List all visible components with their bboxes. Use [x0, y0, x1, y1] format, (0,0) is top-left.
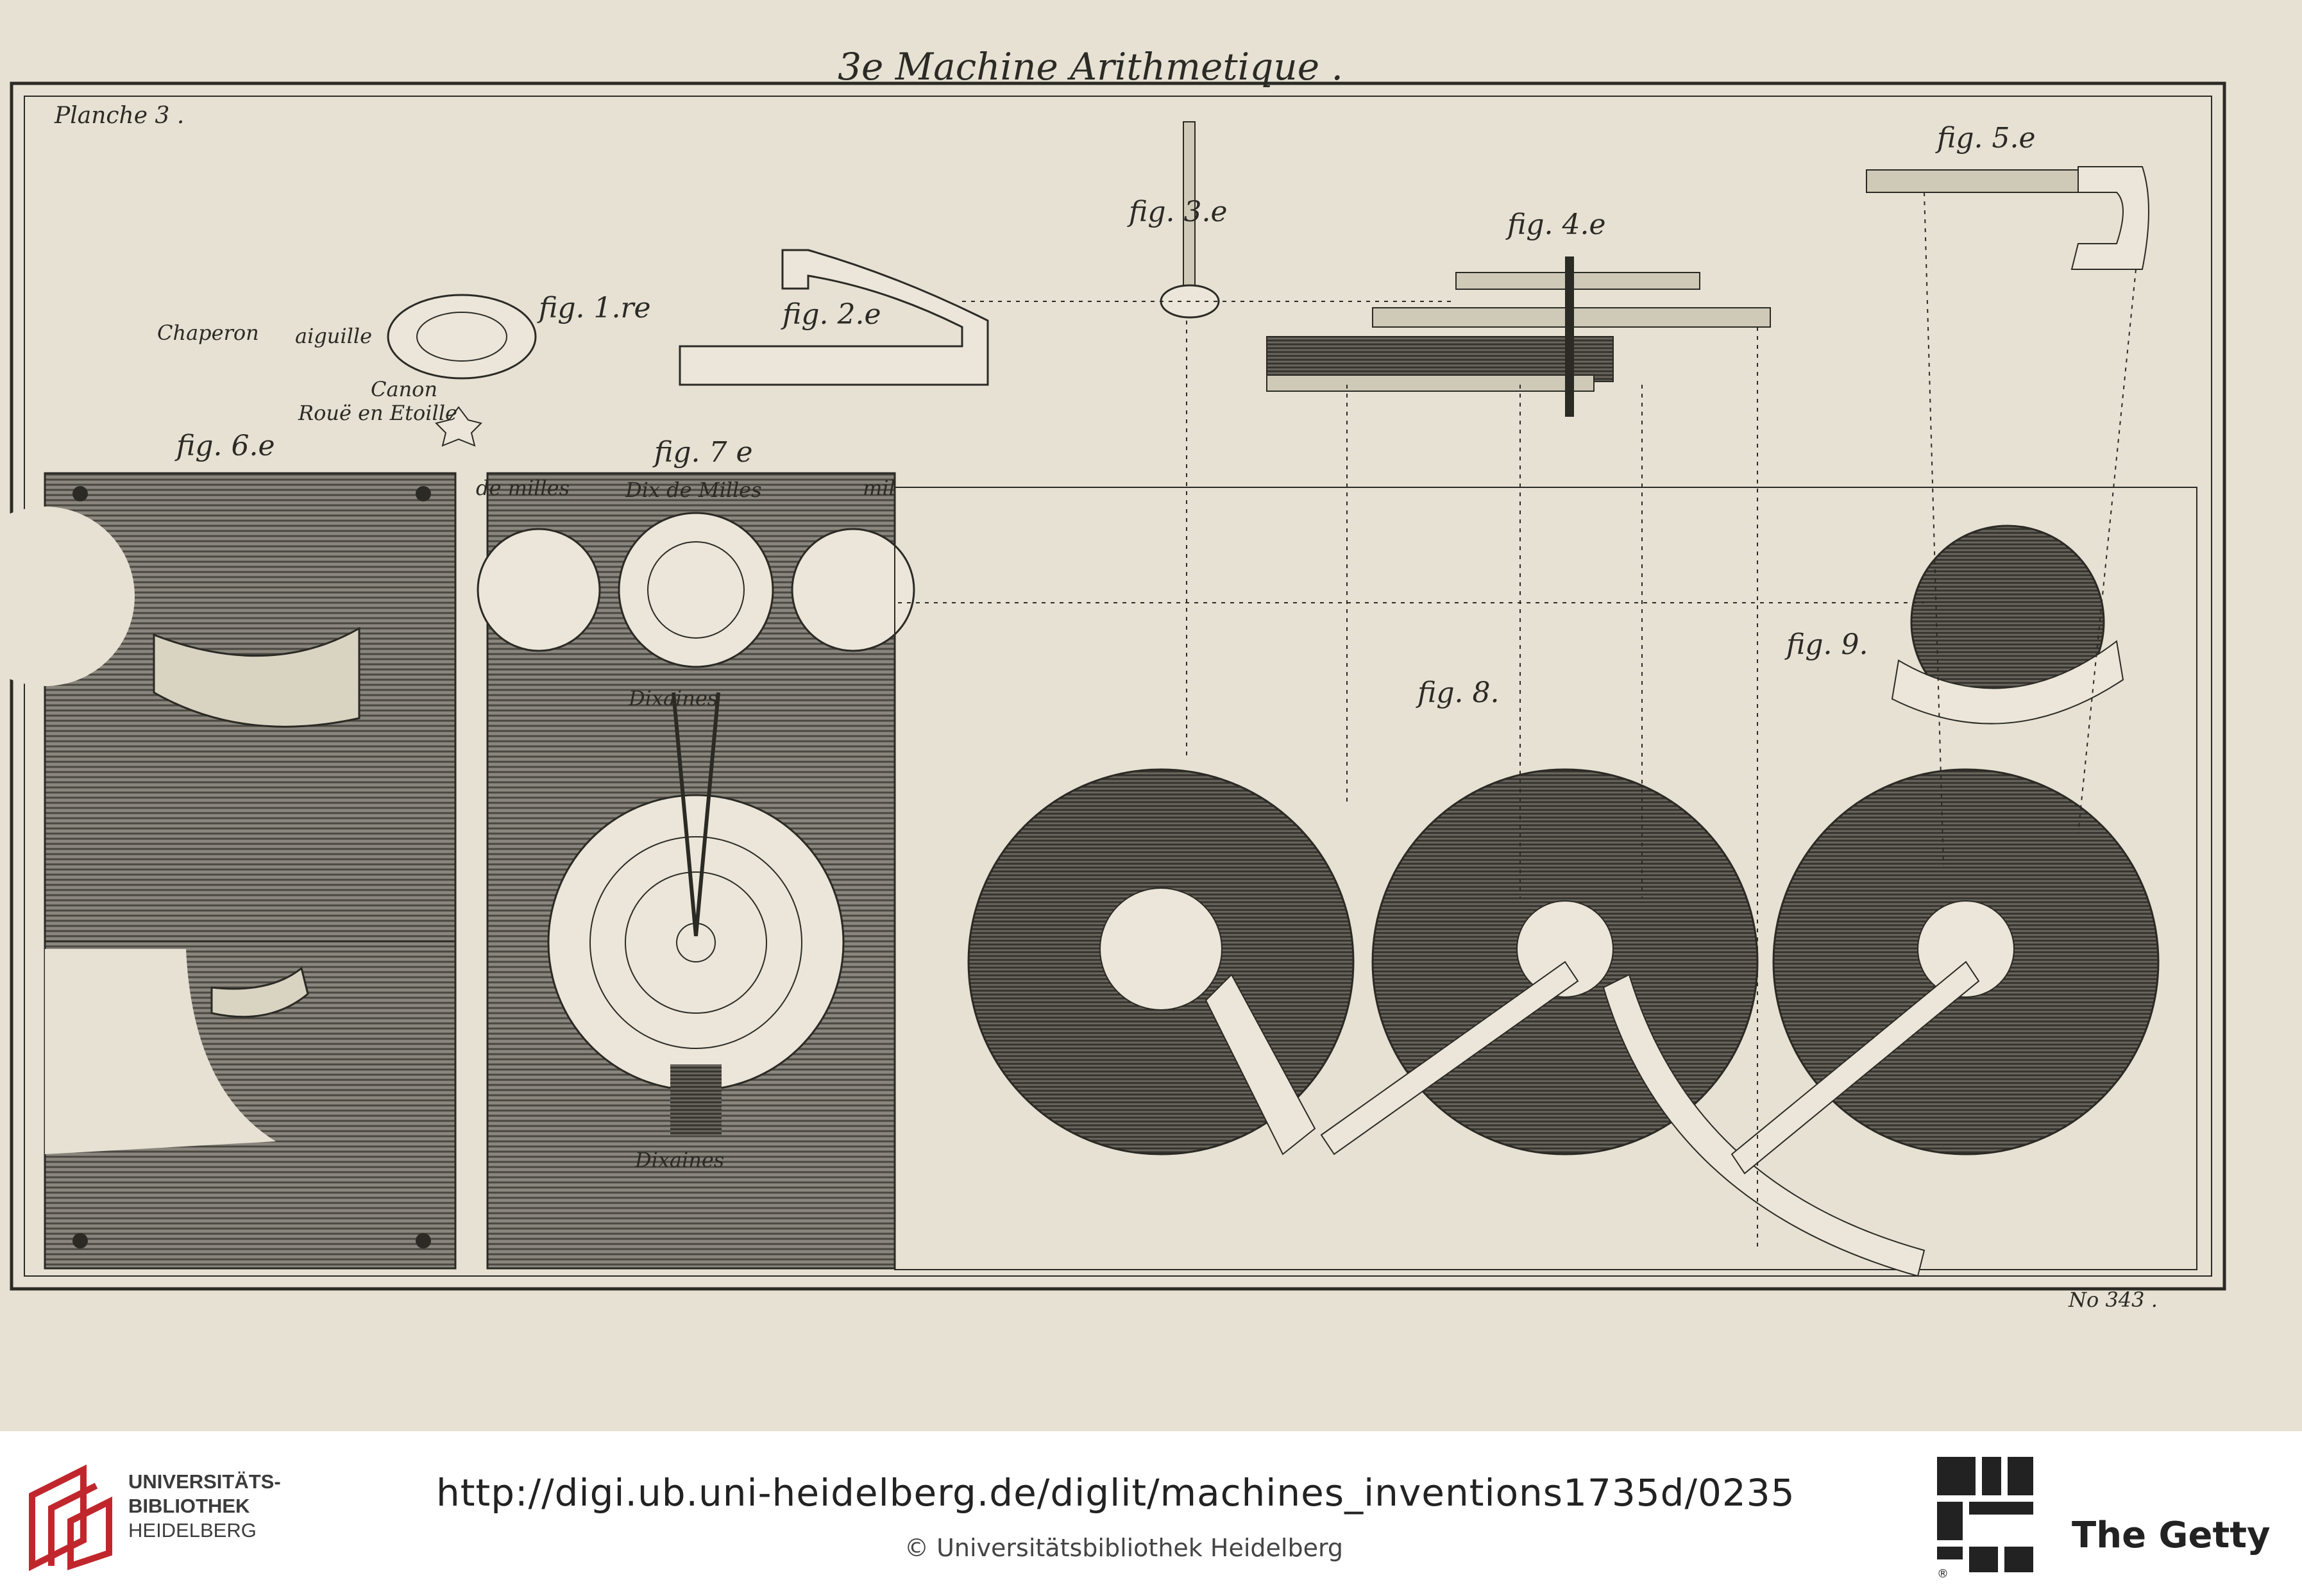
fig9-label: fig. 9.	[1786, 628, 1868, 661]
fig7-label: fig. 7 e	[654, 436, 753, 469]
ub-line3: HEIDELBERG	[128, 1519, 257, 1541]
university-library-logo	[29, 1464, 112, 1572]
fig6-label: fig. 6.e	[176, 430, 275, 462]
fig6-lever	[210, 966, 309, 1018]
fig5-label: fig. 5.e	[1937, 122, 2036, 155]
label-chaperon: Chaperon	[157, 321, 259, 345]
plate-title: 3e Machine Arithmetique .	[838, 45, 1343, 88]
university-library-name: UNIVERSITÄTS- BIBLIOTHEK HEIDELBERG	[128, 1470, 281, 1543]
label-dixaines-top: Dixaines	[629, 686, 718, 710]
label-aiguille: aiguille	[295, 324, 373, 348]
copyright-notice: © Universitätsbibliothek Heidelberg	[904, 1534, 1344, 1562]
getty-logo: ®	[1937, 1457, 2033, 1579]
getty-registered-mark: ®	[1937, 1567, 1949, 1579]
fig8-arm-2	[1731, 961, 1980, 1175]
plate-number: No 343 .	[2069, 1288, 2158, 1312]
label-dix-de-milles: Dix de Milles	[625, 478, 762, 502]
ub-line1: UNIVERSITÄTS-	[128, 1470, 281, 1493]
outer-frame	[10, 81, 2226, 1291]
fig7-right-dial	[791, 528, 915, 652]
fig2-label: fig. 2.e	[783, 298, 881, 331]
fig1-label: fig. 1.re	[539, 292, 651, 324]
fig6-arc-piece	[153, 626, 360, 728]
fig6-cutout-o	[45, 949, 276, 1154]
label-roue-en-etoille: Rouë en Etoille	[298, 401, 457, 425]
fig1-star	[435, 406, 482, 447]
engraved-plate: 3e Machine Arithmetique . Planche 3 . No…	[0, 0, 2302, 1431]
fig8-arm-1	[1320, 961, 1579, 1155]
ub-line2: BIBLIOTHEK	[128, 1495, 250, 1517]
fig8-rack-1	[1205, 973, 1316, 1155]
label-canon: Canon	[371, 377, 438, 401]
fig8-frame	[894, 487, 2197, 1270]
fig5-bar	[1866, 169, 2098, 193]
label-de-milles: de milles	[476, 476, 570, 500]
fig4-bar-h	[1455, 272, 1700, 290]
fig2-piece	[679, 249, 989, 386]
fig3-label: fig. 3.e	[1129, 196, 1228, 228]
fig8-rack-2	[1602, 973, 1925, 1277]
footer: UNIVERSITÄTS- BIBLIOTHEK HEIDELBERG http…	[0, 1431, 2302, 1596]
label-dixaines-bottom: Dixaines	[635, 1148, 725, 1172]
inner-frame	[24, 96, 2212, 1277]
fig4-label: fig. 4.e	[1507, 208, 1606, 241]
label-mil: mil	[863, 476, 895, 500]
fig6-cutout-c	[0, 507, 135, 686]
fig7-left-dial	[477, 528, 601, 652]
getty-name: The Getty	[2072, 1515, 2271, 1556]
permalink-url[interactable]: http://digi.ub.uni-heidelberg.de/diglit/…	[436, 1471, 1795, 1515]
plate-label: Planche 3 .	[55, 103, 185, 129]
plate-drawing	[0, 81, 2226, 1291]
fig8-label: fig. 8.	[1418, 676, 1500, 709]
